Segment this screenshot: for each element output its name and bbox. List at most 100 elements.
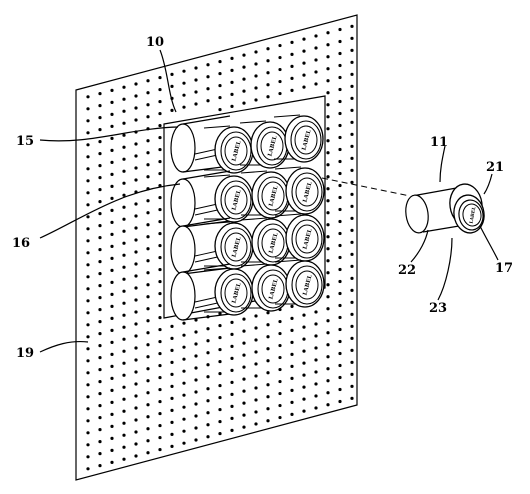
pegboard-hole [158, 291, 162, 296]
pegboard-hole [266, 311, 270, 315]
pegboard-hole [182, 441, 186, 445]
pegboard-hole [302, 397, 306, 401]
pegboard-hole [86, 179, 90, 183]
pegboard-hole [350, 168, 354, 172]
pegboard-hole [170, 336, 174, 340]
pegboard-hole [206, 435, 210, 439]
pegboard-hole [350, 24, 354, 28]
pegboard-hole [110, 256, 114, 260]
pegboard-hole [314, 406, 318, 410]
pegboard-hole [266, 323, 270, 327]
pegboard-hole [122, 409, 126, 413]
pegboard-hole [326, 319, 330, 323]
pegboard-hole [86, 239, 90, 243]
pegboard-hole [254, 362, 258, 366]
ref-21: 21 [486, 160, 504, 175]
pegboard-hole [182, 93, 186, 97]
pegboard-hole [98, 115, 102, 120]
pegboard-hole [254, 62, 258, 66]
pegboard-hole [86, 419, 90, 423]
pegboard-hole [350, 252, 354, 256]
pegboard-hole [98, 235, 102, 240]
pegboard-hole [98, 403, 102, 408]
pegboard-hole [110, 328, 114, 332]
pegboard-hole [110, 316, 114, 320]
pegboard-hole [278, 343, 282, 348]
pegboard-hole [146, 247, 150, 251]
pegboard-hole [134, 346, 138, 350]
pegboard-hole [338, 171, 342, 176]
pegboard-hole [302, 325, 306, 329]
pegboard-hole [254, 386, 258, 390]
pegboard-hole [86, 95, 90, 99]
leader-lines [39, 49, 499, 353]
pegboard-hole [314, 322, 318, 326]
pegboard-hole [110, 304, 114, 308]
pegboard-hole [230, 320, 234, 324]
pegboard-hole [158, 279, 162, 284]
pegboard-hole [98, 163, 102, 168]
pegboard-hole [350, 132, 354, 136]
pegboard-hole [302, 349, 306, 353]
pegboard-hole [242, 389, 246, 393]
pegboard-hole [230, 428, 234, 432]
pegboard-hole [338, 339, 342, 344]
pegboard-hole [158, 195, 162, 200]
pegboard-hole [278, 379, 282, 384]
pegboard-hole [86, 227, 90, 231]
pegboard-hole [326, 139, 330, 143]
pegboard-hole [266, 347, 270, 351]
pegboard-hole [206, 75, 210, 79]
pegboard-hole [266, 71, 270, 75]
pegboard-hole [350, 60, 354, 64]
pegboard-hole [122, 289, 126, 293]
holder-row [170, 115, 231, 173]
pegboard-hole [86, 455, 90, 459]
pegboard-hole [278, 403, 282, 408]
pegboard-hole [242, 377, 246, 381]
pegboard-hole [350, 204, 354, 208]
pegboard-hole [218, 107, 222, 112]
pegboard-hole [326, 151, 330, 155]
pegboard-hole [86, 371, 90, 375]
pegboard-hole [206, 387, 210, 391]
pegboard-hole [278, 67, 282, 72]
pegboard-hole [158, 75, 162, 80]
pegboard-hole [182, 405, 186, 409]
pegboard-hole [290, 376, 294, 380]
pegboard-hole [98, 451, 102, 456]
pegboard-hole [134, 214, 138, 218]
pegboard-hole [326, 91, 330, 95]
pegboard-hole [194, 318, 198, 322]
pegboard-hole [146, 103, 150, 107]
pegboard-hole [338, 255, 342, 260]
pegboard-hole [290, 400, 294, 404]
pegboard-hole [170, 396, 174, 400]
pegboard-hole [350, 180, 354, 184]
pegboard-hole [278, 331, 282, 336]
pegboard-hole [98, 151, 102, 156]
pegboard-hole [278, 415, 282, 420]
canister-cap-label: LABEL [231, 189, 242, 211]
pegboard-hole [194, 390, 198, 394]
pegboard-hole [98, 139, 102, 144]
pegboard-hole [242, 401, 246, 405]
pegboard-hole [350, 108, 354, 112]
pegboard-hole [218, 395, 222, 400]
pegboard-hole [230, 68, 234, 72]
pegboard-hole [194, 438, 198, 442]
pegboard-hole [194, 354, 198, 358]
pegboard-hole [326, 355, 330, 359]
pegboard-hole [338, 51, 342, 56]
pegboard-hole [158, 411, 162, 416]
pegboard-hole [110, 340, 114, 344]
pegboard-hole [326, 31, 330, 35]
pegboard-hole [266, 407, 270, 411]
pegboard-hole [134, 454, 138, 458]
pegboard-hole [242, 89, 246, 93]
pegboard-hole [254, 50, 258, 54]
pegboard-hole [350, 312, 354, 316]
pegboard-hole [98, 295, 102, 300]
pegboard-hole [110, 232, 114, 236]
pegboard-hole [302, 85, 306, 89]
